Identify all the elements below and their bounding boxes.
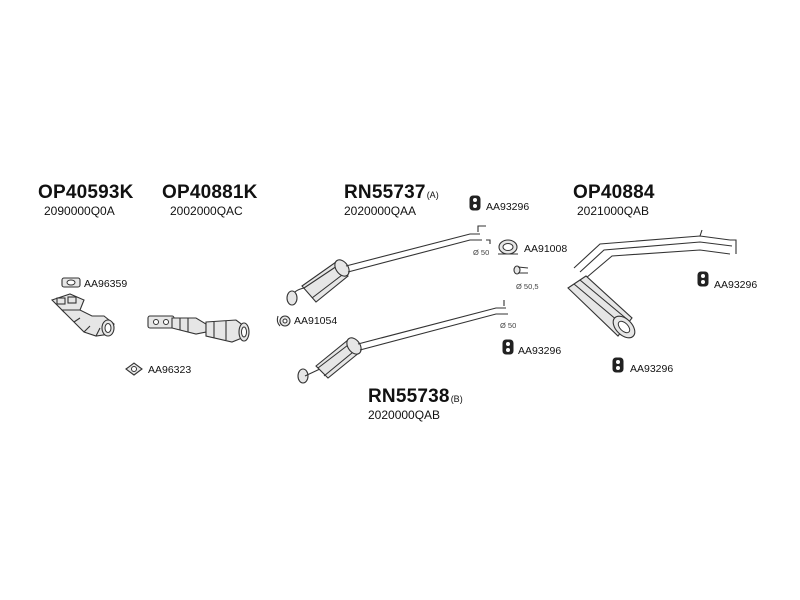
part-subcode: 2021000QAB [577, 204, 650, 218]
part-op40881k: OP40881K [162, 182, 258, 204]
part-subcode: 2002000QAC [170, 204, 243, 218]
middle-silencer-rn55737 [286, 225, 491, 306]
ref-label-aa96359: AA96359 [84, 278, 128, 290]
ref-label-aa93296: AA93296 [518, 345, 562, 357]
ref-label-aa96323: AA96323 [148, 364, 192, 376]
rubber-hanger-icon [697, 271, 709, 287]
part-code: RN55738 [368, 386, 450, 407]
ref-label-aa93296: AA93296 [486, 201, 530, 213]
part-subcode: 2020000QAA [344, 204, 417, 218]
ref-label-aa91008: AA91008 [524, 243, 568, 255]
part-suffix: (A) [426, 190, 439, 200]
ref-label-aa91054: AA91054 [294, 315, 338, 327]
pipe-end-icon [513, 265, 529, 275]
part-op40884: OP40884 [573, 182, 655, 204]
part-rn55737: RN55737(A) [344, 182, 439, 204]
ref-label-aa93296: AA93296 [714, 279, 758, 291]
part-subcode: 2090000Q0A [44, 204, 115, 218]
part-rn55738: RN55738(B) [368, 386, 463, 408]
manifold-catalyst-op40593k [50, 293, 115, 337]
rubber-hanger-icon [469, 195, 481, 211]
part-subcode: 2020000QAB [368, 408, 441, 422]
part-op40593k: OP40593K [38, 182, 134, 204]
gasket-icon [61, 277, 81, 288]
part-code: OP40593K [38, 182, 134, 203]
gasket-ring-icon [125, 362, 143, 376]
part-suffix: (B) [450, 394, 463, 404]
rubber-hanger-icon [502, 339, 514, 355]
clamp-icon [276, 315, 291, 327]
diameter-label: Ø 50 [473, 248, 490, 257]
part-code: OP40884 [573, 182, 655, 203]
rear-silencer-op40884 [567, 229, 737, 339]
catalyst-op40881k [147, 315, 250, 343]
diameter-label: Ø 50 [500, 321, 517, 330]
middle-silencer-rn55738 [297, 300, 508, 384]
diameter-label: Ø 50,5 [516, 282, 539, 291]
part-code: OP40881K [162, 182, 258, 203]
part-code: RN55737 [344, 182, 426, 203]
clamp-icon [498, 239, 518, 255]
rubber-hanger-icon [612, 357, 624, 373]
ref-label-aa93296: AA93296 [630, 363, 674, 375]
